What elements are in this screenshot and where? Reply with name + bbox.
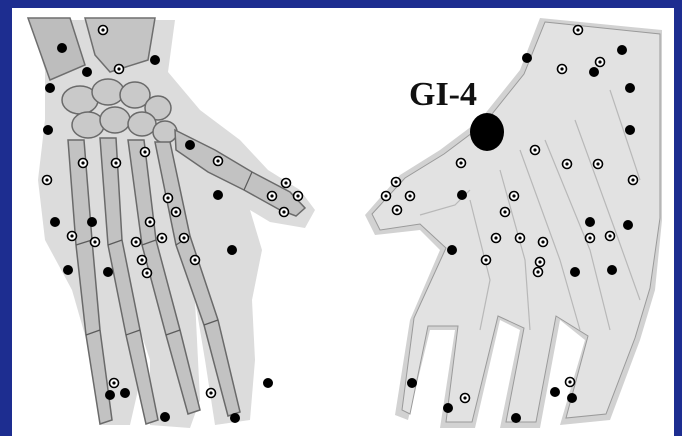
acupoint-solid-icon [522,53,532,63]
acupoint-ring-center [576,28,579,31]
acupoint-ring-center [560,67,563,70]
acupoint-solid-icon [160,412,170,422]
acupoint-ring-center [174,210,177,213]
illustration-canvas: GI-4 [12,8,674,436]
acupoint-ring-center [216,159,219,162]
point-label-gi4: GI-4 [409,76,477,114]
acupoint-solid-icon [447,245,457,255]
acupoint-solid-icon [457,190,467,200]
acupoint-ring-center [182,236,185,239]
acupoint-solid-icon [43,125,53,135]
acupoint-gi4-icon [470,113,504,151]
acupoint-ring-center [608,234,611,237]
hands-illustration [12,8,674,436]
acupoint-ring-center [596,162,599,165]
acupoint-ring-center [143,150,146,153]
acupoint-ring-center [93,240,96,243]
acupoint-ring-center [459,161,462,164]
acupoint-solid-icon [589,67,599,77]
acupoint-solid-icon [623,220,633,230]
acupoint-solid-icon [87,217,97,227]
acupoint-ring-center [209,391,212,394]
acupoint-solid-icon [443,403,453,413]
acupoint-solid-icon [607,265,617,275]
acupoint-ring-center [112,381,115,384]
acupoint-ring-center [193,258,196,261]
acupoint-ring-center [568,380,571,383]
acupoint-ring-center [101,28,104,31]
acupoint-solid-icon [567,393,577,403]
skeleton-hand-icon [28,18,315,428]
acupoint-ring-center [282,210,285,213]
acupoint-solid-icon [213,190,223,200]
acupoint-ring-center [81,161,84,164]
acupoint-ring-center [494,236,497,239]
acupoint-ring-center [114,161,117,164]
acupoint-ring-center [408,194,411,197]
acupoint-ring-center [565,162,568,165]
acupoint-solid-icon [82,67,92,77]
acupoint-solid-icon [227,245,237,255]
acupoint-ring-center [270,194,273,197]
acupoint-solid-icon [57,43,67,53]
acupoint-ring-center [160,236,163,239]
acupoint-ring-center [503,210,506,213]
acupoint-ring-center [518,236,521,239]
acupoint-solid-icon [263,378,273,388]
acupoint-solid-icon [585,217,595,227]
acupoint-solid-icon [570,267,580,277]
acupoint-ring-center [631,178,634,181]
acupoint-ring-center [395,208,398,211]
acupoint-ring-center [541,240,544,243]
acupoint-ring-center [463,396,466,399]
acupoint-solid-icon [625,125,635,135]
acupoint-ring-center [45,178,48,181]
acupoint-ring-center [145,271,148,274]
acupoint-solid-icon [625,83,635,93]
acupoint-ring-center [588,236,591,239]
acupoint-ring-center [140,258,143,261]
acupoint-solid-icon [511,413,521,423]
acupoint-ring-center [536,270,539,273]
acupoint-ring-center [70,234,73,237]
acupoint-ring-center [384,194,387,197]
acupoint-solid-icon [105,390,115,400]
acupoint-solid-icon [150,55,160,65]
acupoint-solid-icon [45,83,55,93]
acupoint-ring-center [394,180,397,183]
acupoint-ring-center [148,220,151,223]
acupoint-ring-center [284,181,287,184]
acupoint-ring-center [484,258,487,261]
acupoint-solid-icon [103,267,113,277]
acupoint-ring-center [512,194,515,197]
acupoint-solid-icon [185,140,195,150]
acupoint-solid-icon [63,265,73,275]
acupoint-solid-icon [550,387,560,397]
acupoint-ring-center [296,194,299,197]
acupoint-ring-center [117,67,120,70]
acupoint-ring-center [598,60,601,63]
acupoint-ring-center [134,240,137,243]
acupoint-ring-center [538,260,541,263]
acupoint-solid-icon [407,378,417,388]
acupoint-solid-icon [617,45,627,55]
acupoint-solid-icon [120,388,130,398]
acupoint-solid-icon [50,217,60,227]
acupoint-solid-icon [230,413,240,423]
acupoint-ring-center [533,148,536,151]
acupoint-ring-center [166,196,169,199]
